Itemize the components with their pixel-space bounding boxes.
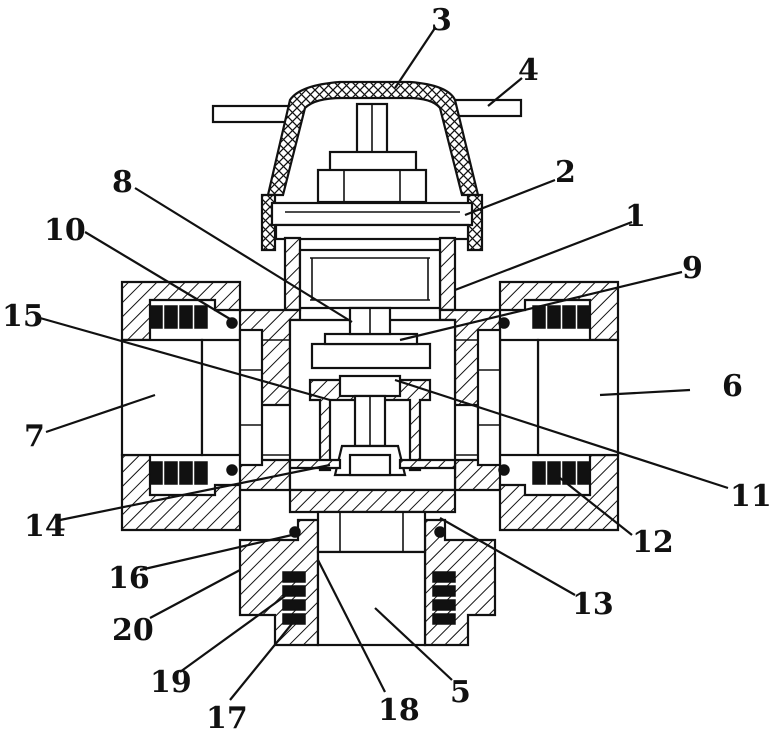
- leader-13: [439, 517, 576, 596]
- seat-nut: [338, 374, 402, 398]
- leader-1: [454, 220, 633, 292]
- leader-9: [399, 270, 683, 342]
- label-17: 17: [206, 701, 248, 736]
- leader-17: [229, 619, 296, 701]
- label-18: 18: [378, 693, 420, 728]
- bottom-port: [238, 488, 497, 647]
- o-ring-right-top: [498, 317, 510, 329]
- label-20: 20: [112, 613, 154, 648]
- right-port: [455, 280, 620, 532]
- leader-3: [394, 27, 436, 89]
- leader-12: [559, 477, 633, 536]
- o-ring-bottom-left: [289, 526, 301, 538]
- leader-16: [139, 533, 293, 572]
- leader-10: [84, 231, 236, 323]
- label-2: 2: [555, 155, 576, 190]
- lever-left-arm: [211, 104, 295, 124]
- right-union-nut-top: [498, 280, 620, 342]
- leader-lines: [39, 27, 729, 701]
- label-15: 15: [2, 299, 44, 334]
- leader-5: [374, 607, 453, 681]
- handle-shell: [266, 80, 480, 197]
- label-9: 9: [682, 251, 703, 286]
- label-14: 14: [24, 509, 66, 544]
- label-12: 12: [632, 525, 674, 560]
- label-13: 13: [572, 587, 614, 622]
- label-4: 4: [518, 53, 539, 88]
- leader-15: [39, 316, 331, 402]
- label-10: 10: [44, 213, 86, 248]
- o-ring-right-bottom: [498, 464, 510, 476]
- leader-19: [179, 595, 286, 673]
- leader-4: [487, 77, 523, 107]
- leader-11: [394, 378, 729, 490]
- label-19: 19: [150, 665, 192, 700]
- handle-cap: [211, 80, 523, 252]
- hex-nut: [316, 168, 428, 204]
- bottom-compression-ring-left: [282, 571, 306, 625]
- leader-6: [599, 388, 691, 397]
- label-8: 8: [112, 165, 133, 200]
- valve-disc: [310, 342, 432, 370]
- right-compression-ring-top: [532, 305, 591, 329]
- label-6: 6: [722, 369, 743, 404]
- left-port: [120, 280, 290, 532]
- right-compression-ring-bottom: [532, 461, 591, 485]
- label-1: 1: [625, 199, 646, 234]
- leader-8: [134, 187, 353, 323]
- bottom-compression-ring-right: [432, 571, 456, 625]
- leader-7: [45, 393, 156, 434]
- label-11: 11: [730, 479, 772, 514]
- part-labels: 3 4 2 1 9 8 10 15 6 7 11 12 14 16 13 20 …: [2, 3, 772, 736]
- label-3: 3: [431, 3, 452, 38]
- label-16: 16: [108, 561, 150, 596]
- bonnet-insert: [298, 248, 442, 310]
- lower-nut: [348, 453, 392, 477]
- left-pipe: [120, 338, 204, 457]
- leader-14: [59, 463, 331, 522]
- leader-18: [317, 559, 386, 693]
- leader-2: [464, 178, 556, 217]
- left-compression-ring-top: [149, 305, 208, 329]
- right-pipe: [536, 338, 620, 457]
- bottom-pipe: [316, 550, 427, 647]
- o-ring-left-bottom: [226, 464, 238, 476]
- left-compression-ring-bottom: [149, 461, 208, 485]
- leader-20: [149, 569, 241, 619]
- label-7: 7: [24, 419, 45, 454]
- o-ring-bottom-right: [434, 526, 446, 538]
- label-5: 5: [450, 675, 471, 710]
- bonnet-flange: [270, 201, 474, 227]
